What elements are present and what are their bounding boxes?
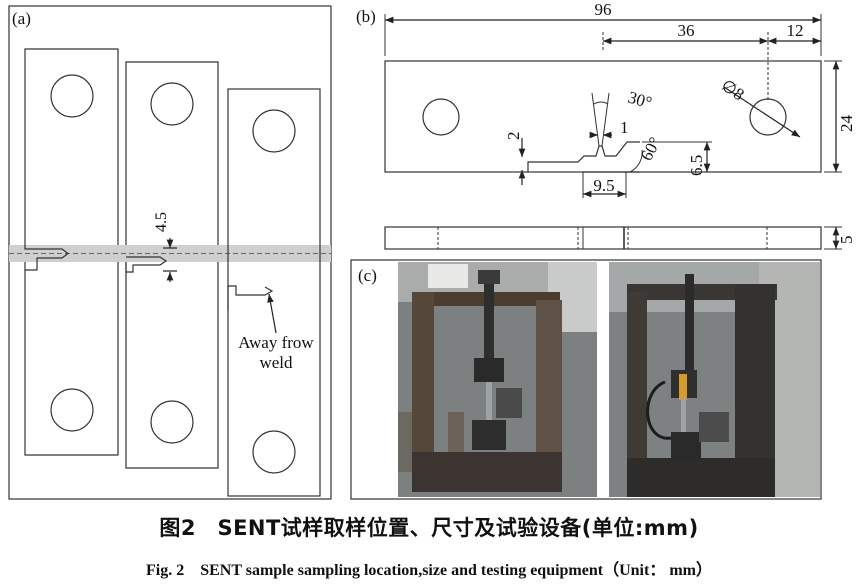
specimen-1 (24, 48, 119, 456)
panel-a (8, 5, 332, 500)
dim-5-label: 5 (837, 236, 856, 245)
dim-96-label: 96 (595, 0, 612, 19)
specimen-2 (125, 61, 219, 469)
dim-2-label: 2 (504, 132, 523, 141)
test-rig-front-drawing (398, 262, 597, 497)
specimen-3 (227, 88, 321, 497)
notch-profile (527, 141, 640, 172)
test-rig-side-drawing (609, 262, 820, 497)
test-rig-photo-front (398, 262, 597, 497)
dim-6-5-label: 6.5 (687, 155, 706, 176)
specimen-side-view (384, 226, 822, 250)
annotation-line-1: Away frow (238, 333, 314, 352)
test-rig-photo-side (609, 262, 820, 497)
dim-30deg-label: 30° (626, 88, 654, 113)
dim-1-label: 1 (620, 118, 629, 137)
panel-c-label-box: (c) (358, 266, 388, 290)
caption-english: Fig. 2 SENT sample sampling location,siz… (146, 562, 712, 579)
dim-24-label: 24 (837, 115, 856, 133)
dim-36-label: 36 (678, 21, 695, 40)
panel-c-label: (c) (358, 266, 377, 285)
annotation-line-2: weld (259, 353, 293, 372)
caption-chinese: 图2 SENT试样取样位置、尺寸及试验设备(单位:mm) (159, 516, 699, 540)
specimen-top-view (384, 60, 822, 173)
panel-c-frame (350, 259, 822, 500)
right-hole (749, 98, 787, 136)
dim-4-5-label: 4.5 (153, 212, 170, 232)
panel-a-label: (a) (12, 9, 31, 28)
panel-b (384, 14, 842, 250)
dim-9-5-label: 9.5 (593, 176, 614, 195)
dim-12-label: 12 (787, 21, 804, 40)
left-hole (422, 98, 460, 136)
panel-b-label: (b) (356, 7, 376, 26)
